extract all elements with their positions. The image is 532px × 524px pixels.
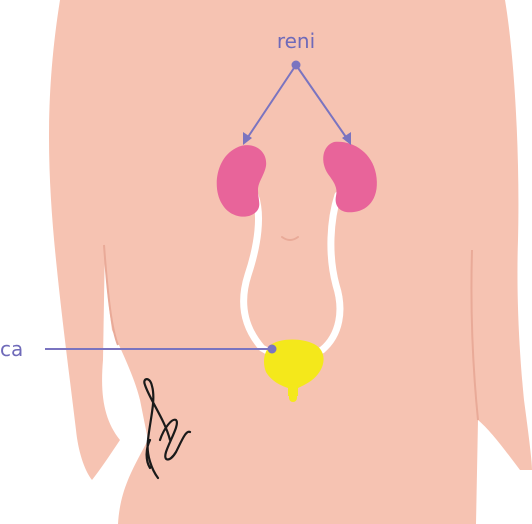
- body-silhouette: [49, 0, 532, 524]
- bladder-pointer-dot: [268, 345, 277, 354]
- bladder-label: ca: [0, 337, 23, 361]
- kidneys-label: reni: [277, 29, 315, 53]
